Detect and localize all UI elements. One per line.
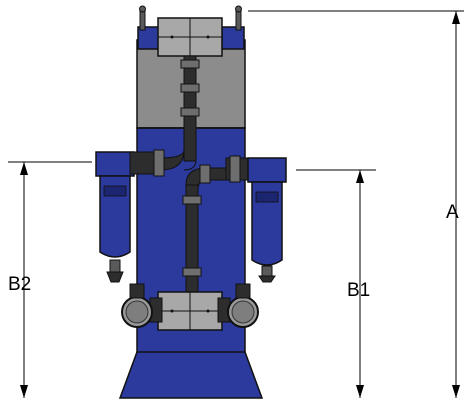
dimension-b2-label: B2 [8, 274, 32, 295]
filter-housing-icon [225, 155, 287, 283]
dimension-b2 [8, 161, 92, 398]
top-valve-block [137, 5, 245, 57]
bottom-valve-block [149, 291, 231, 331]
pressure-gauge-icon [121, 283, 153, 328]
pressure-gauge-icon [227, 283, 259, 328]
dimension-a-label: A [446, 202, 459, 223]
upper-pipe [180, 55, 200, 162]
lower-pipe [182, 184, 202, 296]
dimension-b1-label: B1 [347, 280, 371, 301]
filter-housing-icon [95, 149, 165, 283]
dimension-b1 [296, 169, 376, 398]
dimension-a [248, 10, 464, 398]
